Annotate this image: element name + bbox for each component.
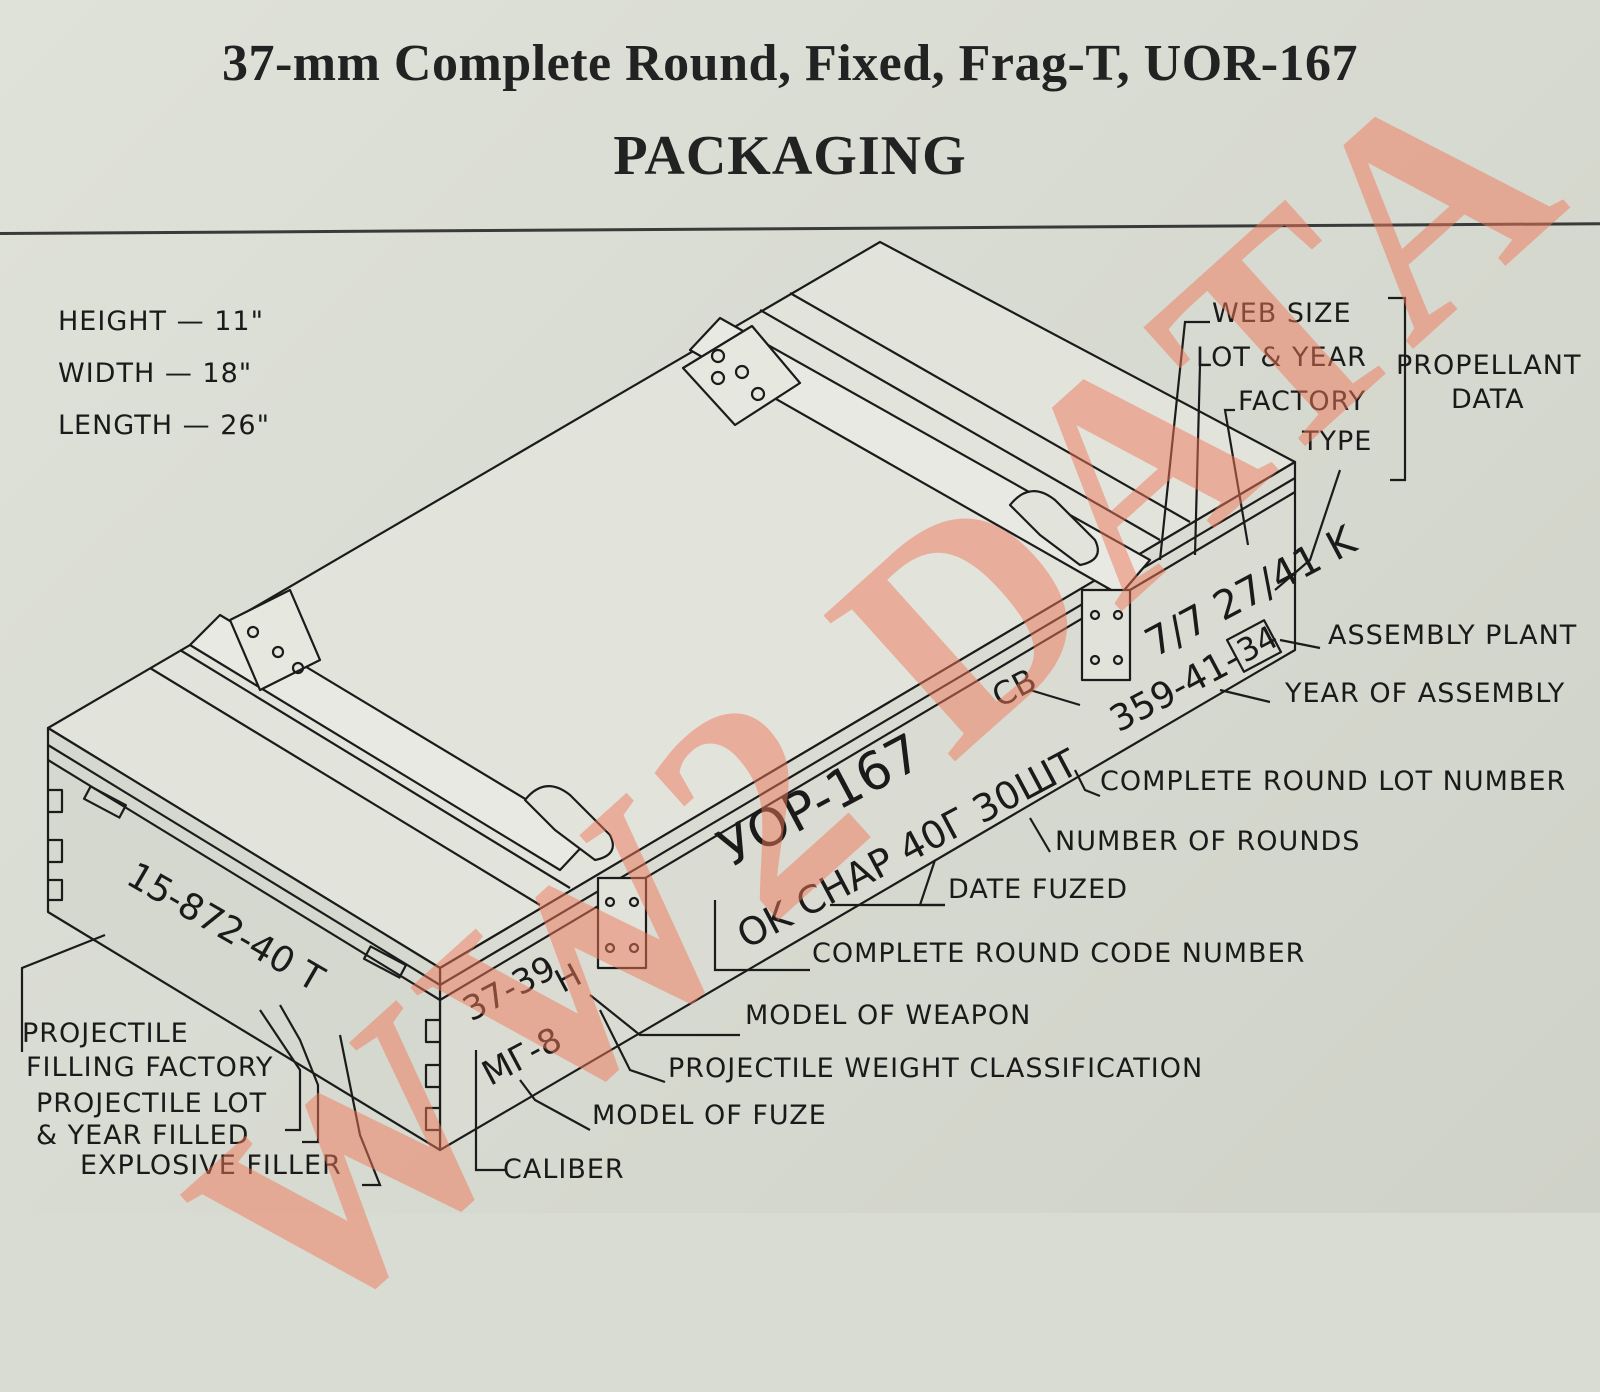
dimension-height: HEIGHT — 11" bbox=[58, 306, 264, 337]
callout-projectile: PROJECTILE bbox=[22, 1018, 189, 1049]
callout-type: TYPE bbox=[1302, 426, 1373, 457]
callout-explosive-filler: EXPLOSIVE FILLER bbox=[80, 1150, 342, 1181]
callout-caliber: CALIBER bbox=[503, 1154, 625, 1185]
page-subtitle: PACKAGING bbox=[613, 125, 967, 187]
callout-year-filled: & YEAR FILLED bbox=[36, 1120, 250, 1151]
callout-filling-factory: FILLING FACTORY bbox=[26, 1052, 274, 1083]
callout-assembly-plant: ASSEMBLY PLANT bbox=[1328, 620, 1578, 651]
callout-date-fuzed: DATE FUZED bbox=[948, 874, 1128, 905]
callout-factory: FACTORY bbox=[1238, 386, 1367, 417]
dimension-length: LENGTH — 26" bbox=[58, 410, 270, 441]
callout-model-of-weapon: MODEL OF WEAPON bbox=[745, 1000, 1032, 1031]
callout-propellant: PROPELLANT bbox=[1396, 350, 1582, 381]
callout-number-of-rounds: NUMBER OF ROUNDS bbox=[1055, 826, 1361, 857]
callout-web-size: WEB SIZE bbox=[1212, 298, 1352, 329]
callout-complete-round-lot-number: COMPLETE ROUND LOT NUMBER bbox=[1100, 766, 1567, 797]
callout-propellant-data: DATA bbox=[1451, 384, 1525, 415]
callout-complete-round-code-number: COMPLETE ROUND CODE NUMBER bbox=[812, 938, 1306, 969]
callout-projectile-lot: PROJECTILE LOT bbox=[36, 1088, 268, 1119]
callout-year-of-assembly: YEAR OF ASSEMBLY bbox=[1285, 678, 1566, 709]
callout-leaders bbox=[20, 296, 1407, 1187]
dimension-width: WIDTH — 18" bbox=[58, 358, 253, 389]
callout-lot-year: LOT & YEAR bbox=[1196, 342, 1367, 373]
callout-projectile-weight-classification: PROJECTILE WEIGHT CLASSIFICATION bbox=[668, 1053, 1204, 1084]
ammo-box-drawing bbox=[20, 240, 1407, 1187]
callout-model-of-fuze: MODEL OF FUZE bbox=[592, 1100, 827, 1131]
page-title: 37-mm Complete Round, Fixed, Frag-T, UOR… bbox=[221, 35, 1359, 92]
